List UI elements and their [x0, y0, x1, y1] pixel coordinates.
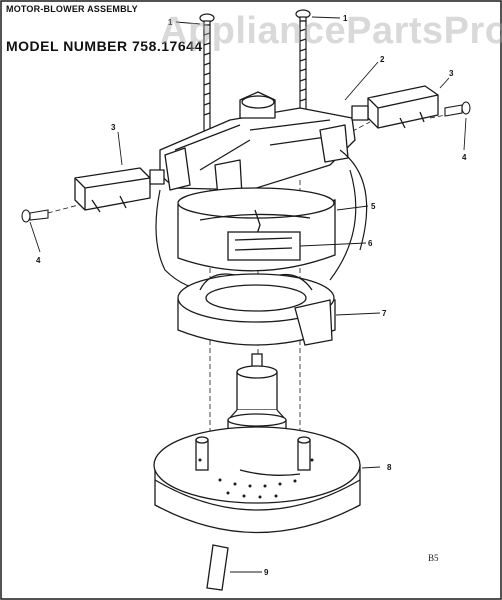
brush-holder-left [74, 167, 165, 213]
base-post-left [195, 439, 209, 471]
callout-labels: 1 1 2 3 3 4 4 5 6 7 8 9 [36, 14, 467, 577]
motor-top-bracket [159, 91, 356, 198]
callout-4-left: 4 [36, 256, 41, 265]
callout-8: 8 [387, 463, 392, 472]
callout-4-right: 4 [462, 153, 467, 162]
page-code: B5 [428, 553, 439, 563]
small-screw-right [444, 101, 471, 117]
callout-1-left: 1 [168, 18, 173, 27]
field-insulator [227, 231, 301, 261]
long-screw-left [199, 13, 215, 137]
long-screws [199, 9, 311, 137]
callout-7: 7 [382, 309, 387, 318]
field-assembly [177, 187, 336, 272]
brush-holders [74, 85, 439, 213]
model-number-label: MODEL NUMBER 758.17644 [6, 38, 203, 54]
callout-3-left: 3 [111, 123, 116, 132]
motor-end-bell [177, 273, 336, 346]
callout-1-right: 1 [343, 14, 348, 23]
assembly-title: MOTOR-BLOWER ASSEMBLY [6, 4, 138, 14]
small-screws [21, 101, 471, 223]
callout-leaders [29, 16, 467, 573]
callout-6: 6 [368, 239, 373, 248]
brush-holder-right [351, 85, 439, 129]
callout-3-right: 3 [449, 69, 454, 78]
small-screw-left [21, 209, 49, 223]
exhaust-tube [206, 544, 229, 591]
callout-9: 9 [264, 568, 269, 577]
fan-base [153, 426, 361, 534]
base-vent-holes [198, 458, 314, 499]
callout-2: 2 [380, 55, 385, 64]
base-post-right [297, 439, 311, 471]
watermark-text: AppliancePartsPros.com [160, 10, 502, 52]
callout-5: 5 [371, 202, 376, 211]
